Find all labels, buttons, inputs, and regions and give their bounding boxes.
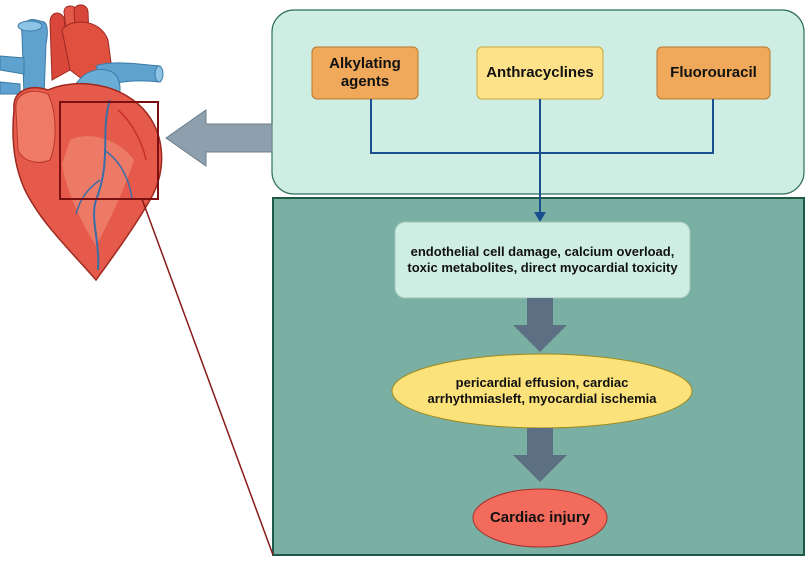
connector-arrowhead bbox=[534, 212, 546, 222]
anthracyclines-label: Anthracyclines bbox=[486, 64, 594, 81]
injury-ellipse bbox=[472, 488, 608, 548]
injury-label: Cardiac injury bbox=[489, 509, 591, 526]
alkylating-box bbox=[311, 46, 419, 100]
left-arrow-to-heart bbox=[165, 109, 273, 167]
heart-illustration bbox=[0, 4, 164, 282]
down-arrow-1 bbox=[513, 298, 567, 352]
down-arrow-2 bbox=[513, 428, 567, 482]
effects-label: pericardial effusion, cardiac arrhythmia… bbox=[427, 375, 657, 406]
connector-lines bbox=[370, 99, 714, 213]
mechanism-label: endothelial cell damage, calcium overloa… bbox=[407, 244, 678, 275]
fluorouracil-label: Fluorouracil bbox=[670, 64, 757, 81]
zoom-box bbox=[59, 101, 159, 200]
drug-panel bbox=[271, 9, 805, 195]
zoom-line bbox=[141, 198, 274, 556]
alkylating-label: Alkylating agents bbox=[329, 55, 401, 90]
